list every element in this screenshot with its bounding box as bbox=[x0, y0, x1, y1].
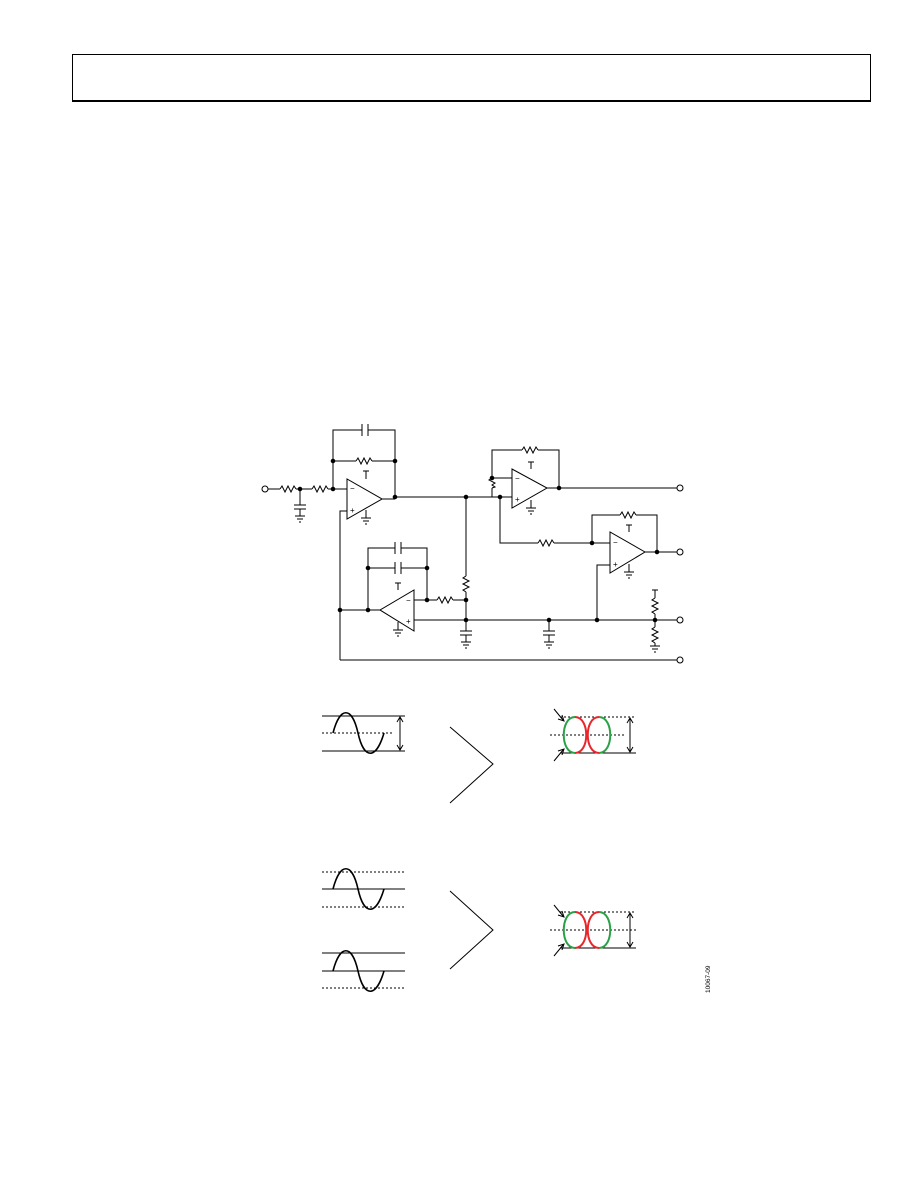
divider-resistor-bottom-icon bbox=[650, 626, 660, 644]
output-terminal-4-icon bbox=[676, 656, 684, 664]
input-sine-graph-b1 bbox=[322, 868, 405, 910]
feedback-resistor-1-icon bbox=[355, 456, 373, 466]
ground-icon bbox=[295, 515, 305, 523]
loop-left-green bbox=[562, 911, 576, 949]
opamp4-input-resistor-icon bbox=[537, 538, 555, 548]
junction-dot bbox=[424, 565, 430, 571]
opamp3-supply bbox=[528, 461, 534, 469]
junction-dot bbox=[337, 607, 343, 613]
junction-dot bbox=[556, 485, 562, 491]
opamp3-minus-sign: − bbox=[515, 474, 520, 483]
shunt-capacitor-icon bbox=[294, 504, 306, 510]
opamp4-feedback-wire bbox=[591, 514, 658, 552]
pointer-arrow-bottom-icon bbox=[553, 943, 565, 957]
output-loop-graph-a bbox=[550, 708, 636, 762]
opamp-4-icon bbox=[609, 531, 646, 574]
loop-right-red bbox=[586, 716, 600, 754]
mid-resistor-icon bbox=[461, 575, 471, 593]
junction-dot bbox=[365, 565, 371, 571]
opamp4-supply bbox=[626, 524, 632, 532]
output-terminal-3-icon bbox=[676, 616, 684, 624]
input-resistor-2-icon bbox=[311, 484, 329, 494]
opamp2-feedback-wire bbox=[367, 547, 428, 610]
pointer-arrow-top-icon bbox=[553, 904, 565, 918]
opamp3-feedback-wire bbox=[491, 449, 560, 488]
pointer-arrow-bottom-icon bbox=[553, 748, 565, 762]
amplitude-arrow-icon bbox=[626, 912, 634, 948]
input-resistor-1-icon bbox=[279, 484, 297, 494]
waveform-panel-bottom bbox=[322, 868, 636, 992]
divider-resistor-top-icon bbox=[650, 597, 660, 615]
circuit-schematic: − + − + bbox=[261, 424, 684, 664]
opamp2-ground bbox=[393, 622, 403, 637]
opamp2-supply bbox=[395, 582, 401, 590]
ground-icon bbox=[544, 641, 554, 649]
loop-right-green bbox=[598, 911, 612, 949]
feedback-capacitor-1-icon bbox=[361, 424, 369, 436]
input-sine-graph-b2 bbox=[322, 950, 405, 992]
loop-left-green bbox=[562, 716, 576, 754]
figure-id-label: 10067-09 bbox=[705, 965, 712, 993]
feedback-capacitor-2b-icon bbox=[394, 562, 402, 574]
chevron-arrow-icon bbox=[449, 890, 494, 970]
ground-icon bbox=[650, 645, 660, 653]
chevron-arrow-icon bbox=[449, 726, 494, 804]
opamp3-ground bbox=[526, 500, 536, 515]
sine-wave-icon bbox=[332, 950, 385, 992]
opamp2-input-resistor-icon bbox=[436, 595, 454, 605]
output-loop-graph-b bbox=[550, 904, 636, 957]
opamp1-minus-sign: − bbox=[350, 484, 355, 493]
opamp3-plus-sign: + bbox=[515, 495, 520, 504]
sine-wave-icon bbox=[332, 712, 385, 754]
lower-capacitor-1-icon bbox=[460, 630, 472, 636]
sine-wave-icon bbox=[332, 868, 385, 910]
opamp4-feedback-resistor-icon bbox=[619, 510, 637, 520]
waveform-panel-top bbox=[322, 708, 636, 804]
output-terminal-2-icon bbox=[676, 548, 684, 556]
page-header-box bbox=[72, 54, 871, 102]
loop-left-red bbox=[574, 911, 588, 949]
loop-right-red bbox=[586, 911, 600, 949]
loop-left-red bbox=[574, 716, 588, 754]
input-sine-graph-a bbox=[322, 712, 405, 754]
junction-dot bbox=[392, 458, 398, 464]
output-terminal-1-icon bbox=[676, 484, 684, 492]
opamp1-feedback-wire bbox=[332, 429, 396, 497]
opamp-2-icon bbox=[379, 589, 415, 632]
opamp2-minus-sign: − bbox=[406, 596, 411, 605]
opamp1-noninv-wire bbox=[339, 510, 347, 660]
opamp3-gain-resistor-icon bbox=[488, 477, 497, 489]
amplitude-arrow-icon bbox=[396, 716, 404, 751]
ground-icon bbox=[461, 641, 471, 649]
amplitude-arrow-icon bbox=[626, 717, 634, 753]
loop-right-green bbox=[598, 716, 612, 754]
opamp4-plus-sign: + bbox=[613, 560, 618, 569]
feedback-capacitor-2a-icon bbox=[394, 542, 402, 554]
opamp4-minus-sign: − bbox=[613, 538, 618, 547]
lower-capacitor-2-icon bbox=[543, 630, 555, 636]
opamp1-supply bbox=[363, 470, 369, 479]
divider-supply bbox=[652, 589, 658, 598]
opamp1-ground bbox=[361, 510, 371, 525]
junction-dot bbox=[330, 458, 336, 464]
opamp4-ground bbox=[624, 564, 634, 579]
junction-dot bbox=[654, 549, 660, 555]
input-terminal-icon bbox=[261, 485, 269, 493]
opamp3-feedback-resistor-icon bbox=[521, 445, 539, 455]
opamp2-plus-sign: + bbox=[406, 617, 411, 626]
opamp1-plus-sign: + bbox=[350, 506, 355, 515]
opamp4-noninv-wire bbox=[596, 564, 610, 620]
opamp-1-icon bbox=[346, 478, 384, 520]
pointer-arrow-top-icon bbox=[553, 708, 565, 722]
opamp3-noninv-wire bbox=[499, 497, 538, 544]
opamp-3-icon bbox=[511, 468, 549, 509]
